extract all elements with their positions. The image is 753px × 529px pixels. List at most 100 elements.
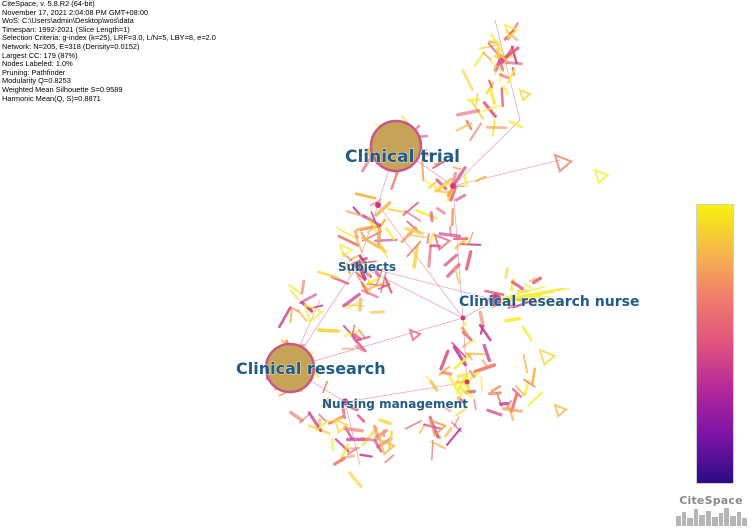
network-edge bbox=[521, 325, 533, 342]
network-edge bbox=[490, 385, 502, 393]
network-edge bbox=[352, 333, 362, 341]
network-edge bbox=[464, 250, 473, 271]
network-edge-triangle bbox=[503, 23, 519, 39]
network-edge bbox=[523, 379, 530, 397]
network-edge bbox=[300, 279, 306, 295]
network-edge bbox=[343, 426, 364, 433]
network-edge bbox=[288, 284, 303, 295]
network-edge bbox=[506, 68, 517, 84]
network-edge bbox=[352, 206, 361, 216]
node-hub-d[interactable] bbox=[464, 379, 470, 385]
network-edge bbox=[429, 211, 434, 223]
network-edge-triangle bbox=[408, 328, 422, 342]
network-edge-triangle bbox=[378, 438, 396, 456]
network-edge bbox=[387, 208, 406, 214]
network-edge bbox=[382, 429, 386, 438]
network-edge bbox=[432, 160, 445, 169]
network-edge bbox=[336, 227, 356, 239]
network-edge bbox=[505, 29, 519, 42]
info-line-source: WoS: C:\Users\admin\Desktop\wos\data bbox=[2, 16, 134, 26]
network-edge bbox=[380, 272, 387, 293]
network-edge bbox=[384, 454, 395, 464]
network-edge bbox=[484, 289, 505, 297]
network-edge bbox=[445, 427, 462, 446]
node-nursing-management[interactable] bbox=[341, 398, 349, 406]
network-edge bbox=[503, 29, 515, 41]
label-clinical-research[interactable]: Clinical research bbox=[235, 358, 386, 378]
network-edge bbox=[451, 166, 467, 188]
network-edge bbox=[528, 277, 537, 283]
network-edge bbox=[402, 201, 419, 216]
network-edge bbox=[361, 426, 379, 447]
node-clinical-trial[interactable] bbox=[369, 119, 423, 173]
network-edge bbox=[454, 388, 465, 408]
network-edge bbox=[473, 50, 486, 67]
node-hub-c[interactable] bbox=[460, 315, 466, 321]
network-edge bbox=[466, 98, 481, 102]
network-edge bbox=[456, 109, 481, 117]
network-edge bbox=[454, 193, 467, 202]
network-edge bbox=[412, 244, 419, 269]
network-edge bbox=[487, 42, 504, 62]
network-edge bbox=[494, 285, 546, 301]
network-edge bbox=[427, 244, 432, 268]
network-edge bbox=[342, 292, 361, 308]
network-edge bbox=[512, 300, 531, 309]
network-edge-triangle bbox=[333, 418, 350, 435]
network-edge bbox=[290, 289, 300, 301]
network-edge bbox=[360, 231, 366, 239]
info-line-silhouette: Weighted Mean Silhouette S=0.9589 bbox=[2, 84, 123, 94]
network-edge bbox=[317, 328, 340, 333]
network-edge bbox=[504, 267, 509, 279]
label-clinical-research-nurse[interactable]: Clinical research nurse bbox=[458, 293, 640, 310]
network-edge bbox=[353, 229, 360, 240]
node-clinical-research-nurse[interactable] bbox=[488, 293, 502, 307]
network-edge-triangle bbox=[518, 88, 532, 102]
label-nursing-management[interactable]: Nursing management bbox=[321, 396, 468, 411]
network-edge bbox=[435, 178, 448, 191]
citespace-logo-text: CiteSpace bbox=[679, 494, 743, 507]
network-edge bbox=[354, 344, 364, 352]
network-edge bbox=[337, 234, 360, 247]
network-edge bbox=[317, 270, 339, 279]
network-edge bbox=[357, 204, 379, 266]
network-edge bbox=[428, 379, 439, 392]
network-edge bbox=[354, 192, 377, 200]
network-edge bbox=[346, 262, 351, 275]
node-hub-b[interactable] bbox=[375, 202, 381, 208]
label-subjects[interactable]: Subjects bbox=[337, 259, 396, 274]
network-edge bbox=[501, 45, 515, 64]
network-edge bbox=[359, 259, 371, 278]
network-edge bbox=[431, 439, 434, 461]
network-edge bbox=[494, 296, 551, 301]
network-edge bbox=[330, 437, 335, 452]
network-edge bbox=[494, 287, 565, 301]
node-clinical-research[interactable] bbox=[264, 342, 316, 394]
network-edge bbox=[332, 457, 346, 466]
network-edge-triangle bbox=[538, 348, 557, 367]
network-edge bbox=[420, 159, 425, 182]
network-edge bbox=[426, 233, 430, 245]
network-edge bbox=[531, 276, 543, 285]
network-edge bbox=[494, 299, 567, 303]
network-edge bbox=[359, 437, 378, 442]
network-edge bbox=[378, 418, 392, 426]
network-edge bbox=[422, 151, 435, 158]
node-hub-a[interactable] bbox=[450, 183, 456, 189]
network-edge bbox=[341, 251, 353, 262]
network-edge bbox=[340, 443, 349, 460]
network-edge bbox=[313, 368, 319, 379]
node-subjects[interactable] bbox=[354, 261, 362, 269]
network-edge bbox=[357, 264, 496, 301]
network-edge bbox=[343, 446, 360, 450]
network-edge bbox=[424, 180, 436, 189]
network-edge bbox=[298, 413, 311, 424]
network-edge bbox=[331, 416, 343, 423]
info-line-version: CiteSpace, v. 5.8.R2 (64-bit) bbox=[2, 0, 95, 8]
time-color-legend bbox=[696, 204, 734, 484]
network-edge bbox=[322, 380, 328, 394]
label-clinical-trial[interactable]: Clinical trial bbox=[344, 146, 460, 167]
network-edge bbox=[359, 224, 382, 232]
network-edges bbox=[265, 19, 610, 489]
